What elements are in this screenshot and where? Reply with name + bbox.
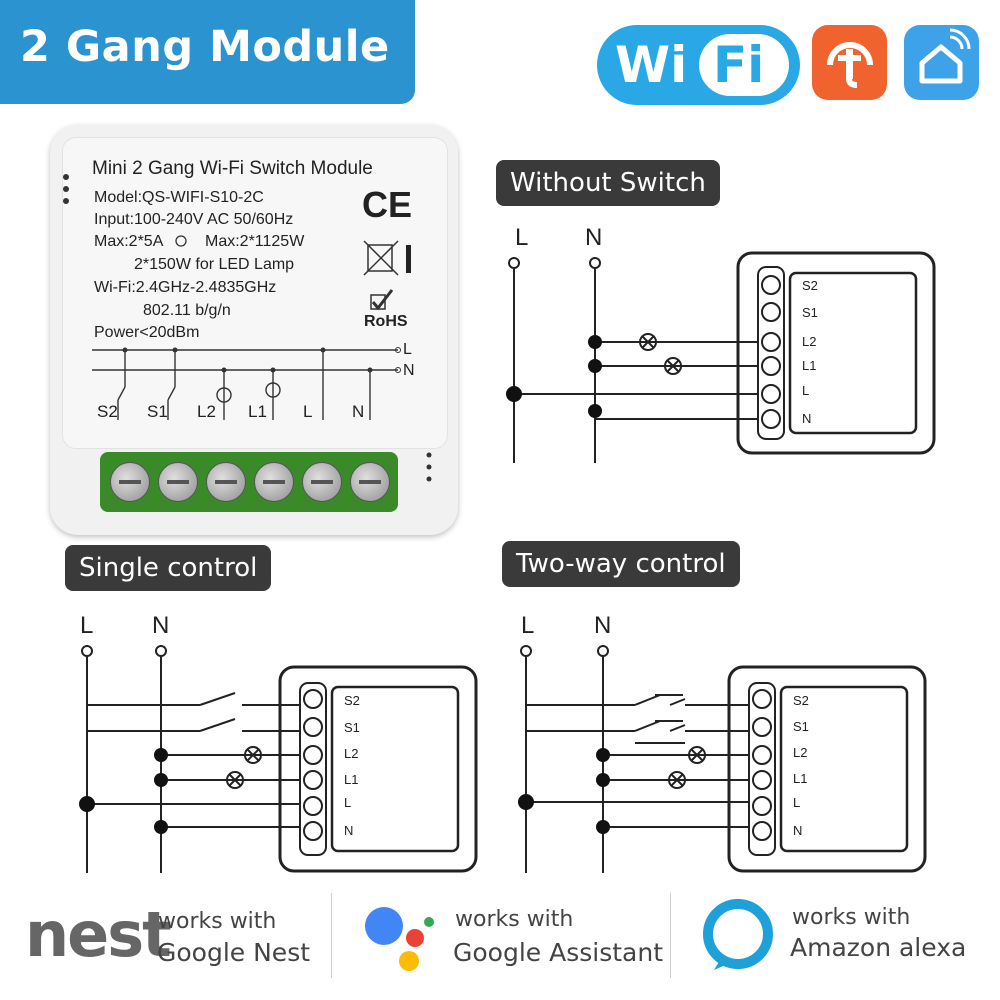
- ce-mark: CE: [362, 184, 413, 225]
- term-n: N: [793, 823, 802, 838]
- module-wifi: Wi-Fi:2.4GHz-2.4835GHz: [94, 279, 277, 296]
- diagram-l-label: L: [515, 224, 528, 251]
- module-model: Model:QS-WIFI-S10-2C: [94, 189, 264, 206]
- footer-divider: [670, 893, 671, 978]
- diagram-without-switch: L N S2 S1 L2 L1 L N: [506, 224, 936, 463]
- house-icon: [919, 28, 971, 84]
- module-term-n: N: [352, 402, 365, 421]
- module-input: Input:100-240V AC 50/60Hz: [94, 211, 294, 228]
- module-label-face: [62, 137, 448, 449]
- module-max-current: Max:2*5A: [94, 233, 164, 250]
- term-l2: L2: [793, 745, 807, 760]
- module-term-l1: L1: [248, 402, 267, 421]
- footer-divider: [331, 893, 332, 978]
- wifi-text-fi: Fi: [713, 36, 765, 94]
- module-line-l: L: [403, 341, 412, 358]
- smart-home-app-icon: [904, 25, 979, 100]
- term-l1: L1: [793, 771, 807, 786]
- term-s1: S1: [344, 720, 360, 735]
- label-two-way-control: Two-way control: [502, 541, 740, 587]
- diagram-two-way-control: L N S2 S1: [518, 612, 927, 873]
- label-single-control: Single control: [65, 545, 272, 591]
- nest-product: Google Nest: [157, 938, 311, 967]
- terminal-screws: [752, 689, 772, 841]
- printed-wiring: [92, 349, 398, 420]
- diagram-n-label: N: [152, 612, 169, 639]
- ga-product: Google Assistant: [453, 938, 663, 967]
- tuya-app-icon: [812, 25, 887, 100]
- ga-works-with: works with: [455, 907, 574, 932]
- diagram-single-control: L N S2 S1 L2 L1 L N: [79, 612, 478, 873]
- nest-logo: nest: [25, 898, 172, 971]
- wifi-badge: Wi Fi: [597, 25, 800, 105]
- terminal-block: [100, 452, 398, 512]
- module-standard: 802.11 b/g/n: [143, 302, 231, 319]
- screw-terminal: [254, 462, 294, 502]
- screw-terminal: [110, 462, 150, 502]
- alexa-product: Amazon alexa: [790, 933, 967, 962]
- term-s2: S2: [793, 693, 809, 708]
- nest-works-with: works with: [158, 909, 277, 934]
- module-term-s2: S2: [97, 402, 118, 421]
- led-dot: [63, 186, 69, 192]
- alexa-works-with: works with: [792, 905, 911, 930]
- title-banner: 2 Gang Module: [0, 0, 415, 104]
- terminal-screws: [303, 689, 323, 841]
- diagram-n-label: N: [585, 224, 602, 251]
- term-n: N: [802, 411, 811, 426]
- term-l1: L1: [344, 772, 358, 787]
- rohs-mark: RoHS: [364, 313, 408, 330]
- module-term-l: L: [303, 402, 313, 421]
- module-term-s1: S1: [147, 402, 168, 421]
- sun-icon: [175, 235, 187, 247]
- module-line-n: N: [403, 362, 415, 379]
- wifi-text-wi: Wi: [615, 36, 688, 94]
- label-without-switch: Without Switch: [496, 160, 720, 206]
- term-s2: S2: [344, 693, 360, 708]
- module-printed-graphics: [63, 174, 432, 482]
- page-title: 2 Gang Module: [20, 22, 390, 72]
- term-l1: L1: [802, 358, 816, 373]
- weee-bin-icon: [363, 240, 411, 276]
- tuya-logo-icon: [827, 42, 873, 88]
- module-power: Power<20dBm: [94, 324, 200, 341]
- term-s2: S2: [802, 278, 818, 293]
- term-s1: S1: [793, 719, 809, 734]
- module-term-l2: L2: [197, 402, 216, 421]
- module-title: Mini 2 Gang Wi-Fi Switch Module: [92, 158, 373, 179]
- screw-terminal: [206, 462, 246, 502]
- term-l: L: [802, 383, 809, 398]
- term-l2: L2: [344, 746, 358, 761]
- term-n: N: [344, 823, 353, 838]
- term-s1: S1: [802, 305, 818, 320]
- module-led: 2*150W for LED Lamp: [134, 256, 295, 273]
- screw-terminal: [350, 462, 390, 502]
- screw-terminal: [302, 462, 342, 502]
- terminal-screws: [761, 275, 781, 429]
- screw-terminal: [158, 462, 198, 502]
- led-dot: [63, 198, 69, 204]
- diagram-n-label: N: [594, 612, 611, 639]
- rohs-check-icon: [370, 289, 394, 311]
- diagram-l-label: L: [521, 612, 534, 639]
- led-dot: [63, 174, 69, 180]
- term-l: L: [344, 795, 351, 810]
- term-l2: L2: [802, 334, 816, 349]
- wifi-fi-pill: Fi: [699, 34, 789, 96]
- term-l: L: [793, 795, 800, 810]
- module-max-power: Max:2*1125W: [205, 233, 305, 250]
- google-assistant-icon: [365, 907, 434, 971]
- alexa-icon: [703, 899, 773, 970]
- diagram-l-label: L: [80, 612, 93, 639]
